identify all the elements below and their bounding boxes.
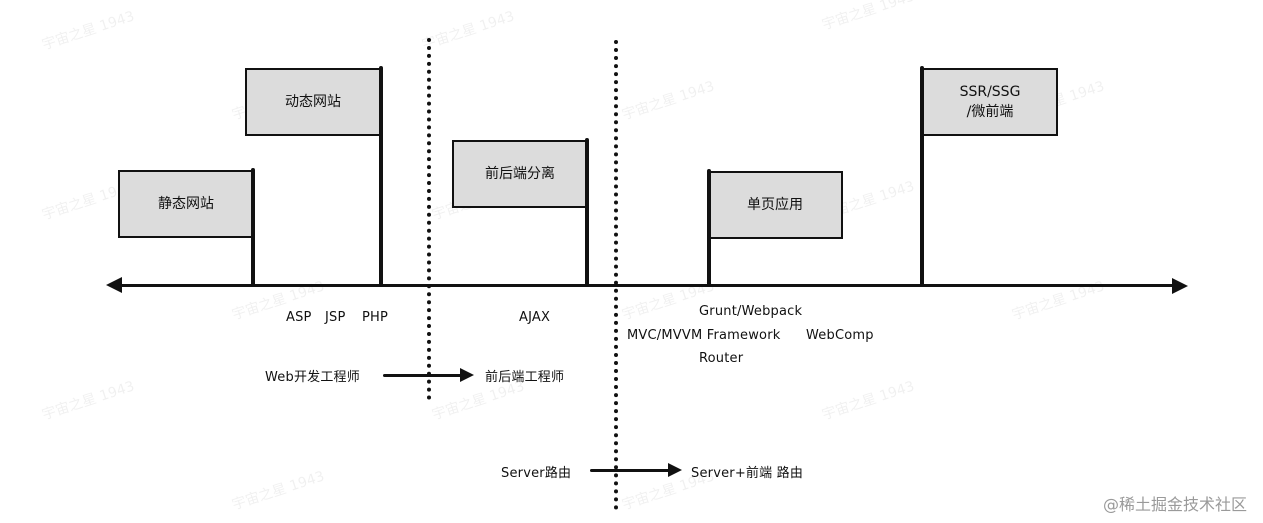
watermark-text: 宇宙之星 1943 [820,0,917,34]
flag-label: 动态网站 [285,94,341,110]
flag-frontend-backend-separation: 前后端分离 [452,140,588,208]
era-divider-left [427,38,431,400]
flag-ssr-ssg-microfrontend: SSR/SSG /微前端 [922,68,1058,136]
tech-label-mvc-mvvm: MVC/MVVM Framework [627,328,781,343]
watermark-text: 宇宙之星 1943 [820,378,917,424]
flag-label: 前后端分离 [485,166,555,182]
flag-dynamic-website: 动态网站 [245,68,381,136]
timeline-line [118,284,1176,287]
flag-label: 静态网站 [158,196,214,212]
role-web-developer: Web开发工程师 [265,370,360,385]
watermark-text: 宇宙之星 1943 [620,78,717,124]
arrow-right-icon [460,368,474,382]
watermark-text: 宇宙之星 1943 [230,468,327,514]
flag-label-line2: /微前端 [966,104,1014,120]
routing-server: Server路由 [501,466,572,481]
flag-pole [251,168,255,286]
flag-pole [585,138,589,286]
arrow-line [590,469,672,472]
timeline-arrow-left-icon [106,277,122,293]
role-fullstack-engineer: 前后端工程师 [485,370,565,385]
watermark-text: 宇宙之星 1943 [230,278,327,324]
flag-label: 单页应用 [747,197,803,213]
flag-pole [920,66,924,286]
tech-label-router: Router [699,351,744,366]
routing-server-frontend: Server+前端 路由 [691,466,804,481]
arrow-line [383,374,463,377]
tech-label-grunt-webpack: Grunt/Webpack [699,304,803,319]
tech-label-webcomp: WebComp [806,328,874,343]
era-divider-right [614,40,618,510]
tech-label-jsp: JSP [325,310,346,325]
watermark-text: 宇宙之星 1943 [420,8,517,54]
watermark-text: 宇宙之星 1943 [40,378,137,424]
arrow-right-icon [668,463,682,477]
flag-static-website: 静态网站 [118,170,254,238]
timeline-arrow-right-icon [1172,278,1188,294]
flag-pole [707,169,711,286]
watermark-text: 宇宙之星 1943 [1010,278,1107,324]
tech-label-asp: ASP [286,310,312,325]
tech-label-php: PHP [362,310,389,325]
flag-pole [379,66,383,286]
flag-single-page-app: 单页应用 [707,171,843,239]
tech-label-ajax: AJAX [519,310,551,325]
source-watermark: @稀土掘金技术社区 [1102,495,1247,514]
flag-label-line1: SSR/SSG [959,84,1021,100]
watermark-text: 宇宙之星 1943 [40,8,137,54]
